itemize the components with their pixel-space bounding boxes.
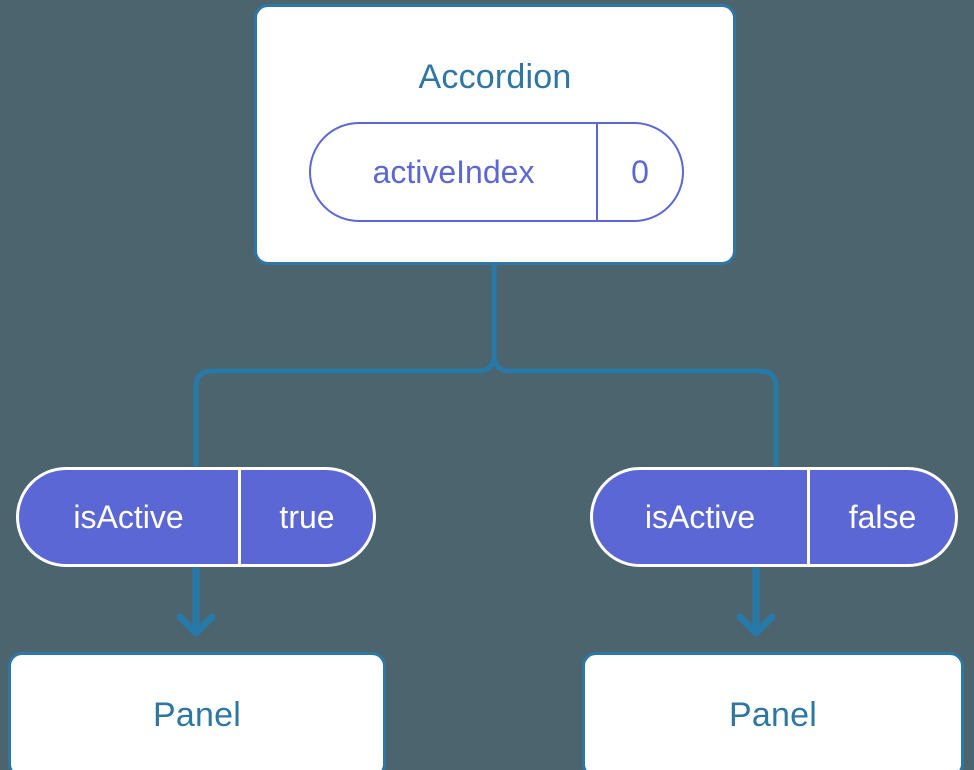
prop-pill-is-active-false[interactable]: isActive false	[590, 467, 958, 567]
prop-pill-value: true	[238, 470, 373, 564]
accordion-title: Accordion	[418, 58, 572, 96]
prop-pill-is-active-true[interactable]: isActive true	[16, 467, 376, 567]
accordion-component-card[interactable]: Accordion activeIndex 0	[254, 4, 736, 265]
prop-pill-key: isActive	[644, 499, 756, 535]
connector-root-to-left-pill	[193, 262, 497, 470]
state-pill-value: 0	[596, 124, 682, 220]
panel-title-left: Panel	[153, 696, 241, 734]
prop-pill-value: false	[807, 470, 955, 564]
state-pill-active-index[interactable]: activeIndex 0	[309, 122, 684, 222]
arrow-right-pill-to-panel	[736, 566, 776, 637]
panel-component-card-left[interactable]: Panel	[8, 652, 386, 770]
panel-component-card-right[interactable]: Panel	[582, 652, 964, 770]
connector-root-to-right-pill	[491, 262, 779, 470]
arrow-left-pill-to-panel	[176, 566, 216, 637]
panel-title-right: Panel	[729, 696, 817, 734]
prop-pill-key: isActive	[73, 499, 184, 535]
state-pill-key: activeIndex	[372, 154, 535, 190]
